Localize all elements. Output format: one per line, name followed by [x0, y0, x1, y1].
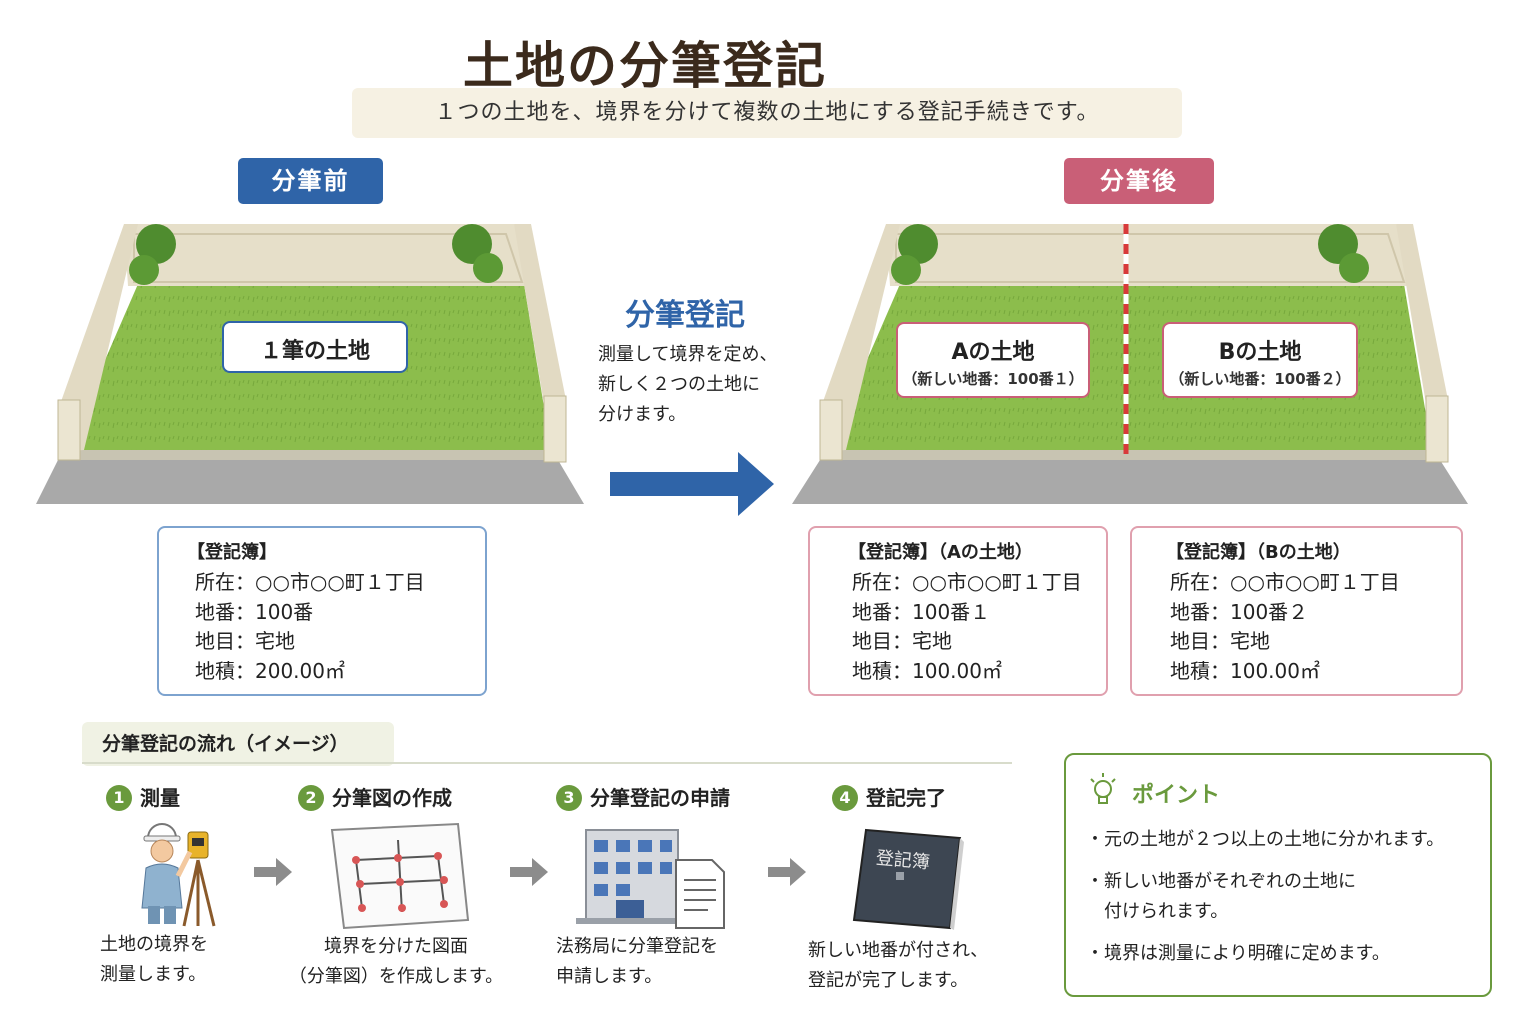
step-4-desc: 新しい地番が付され、 登記が完了します。 [808, 936, 988, 996]
register-row: 地積：100.00㎡ [1170, 658, 1320, 683]
desc-line: 土地の境界を [100, 934, 208, 955]
register-row: 地番：100番２ [1170, 599, 1309, 624]
lot-label-before: １筆の土地 [222, 321, 408, 373]
survey-map-icon [330, 822, 470, 930]
desc-line: 法務局に分筆登記を [556, 936, 718, 957]
step-4-title: 4 登記完了 [832, 782, 946, 811]
register-heading: 【登記簿】（Aの土地） [848, 542, 1033, 563]
surveyor-icon [141, 823, 216, 927]
tree-icon [891, 224, 938, 285]
desc-line: 新しい地番が付され、 [808, 940, 989, 961]
step-title-text: 登記完了 [866, 786, 946, 810]
divider [82, 762, 1012, 764]
tree-icon [129, 224, 176, 285]
desc-line: 境界を分けた図面 [324, 936, 468, 957]
step-2-desc: 境界を分けた図面 （分筆図）を作成します。 [286, 932, 506, 992]
subtitle: １つの土地を、境界を分けて複数の土地にする登記手続きです。 [352, 88, 1182, 138]
register-row: 地目：宅地 [195, 629, 295, 653]
before-tag: 分筆前 [238, 158, 383, 204]
register-heading: 【登記簿】（Bの土地） [1166, 542, 1351, 563]
desc-line: 測量して境界を定め、 [598, 344, 778, 365]
tree-icon [1318, 224, 1369, 283]
legal-affairs-bureau-icon [576, 829, 725, 929]
back-wall [124, 224, 536, 286]
desc-line: 登記が完了します。 [808, 970, 969, 991]
point-item: ・境界は測量により明確に定めます。 [1086, 943, 1390, 964]
step-number: 4 [832, 785, 858, 811]
desc-line: （分筆図）を作成します。 [288, 966, 504, 987]
step-number: 2 [298, 785, 324, 811]
step-1-desc: 土地の境界を 測量します。 [100, 930, 208, 990]
step-number: 1 [106, 785, 132, 811]
register-row: 地積：100.00㎡ [852, 658, 1002, 683]
lot-label-text: １筆の土地 [259, 339, 370, 364]
point-list: ・元の土地が２つ以上の土地に分かれます。 ・新しい地番がそれぞれの土地に 付けら… [1086, 825, 1486, 969]
register-row: 所在：○○市○○町１丁目 [1170, 570, 1400, 594]
after-land-illustration [792, 224, 1468, 504]
desc-line: 新しく２つの土地に [598, 374, 760, 395]
step-title-text: 分筆登記の申請 [590, 786, 730, 810]
register-row: 地番：100番 [195, 599, 314, 624]
lot-b-number: （新しい地番：100番２） [1169, 370, 1351, 388]
register-heading: 【登記簿】 [187, 542, 277, 563]
arrow-right-icon [510, 858, 548, 886]
lightbulb-icon [1090, 773, 1116, 804]
step-1-title: 1 測量 [106, 782, 180, 811]
lot-a-number: （新しい地番：100番１） [902, 370, 1084, 388]
step-number: 3 [556, 785, 582, 811]
page-title: 土地の分筆登記 [463, 37, 827, 95]
process-description: 測量して境界を定め、 新しく２つの土地に 分けます。 [598, 340, 808, 430]
register-row: 所在：○○市○○町１丁目 [195, 570, 425, 594]
arrow-right-icon [768, 858, 806, 886]
lot-label-b: Bの土地 （新しい地番：100番２） [1162, 322, 1358, 398]
road [36, 460, 584, 504]
register-book-icon: 登記簿 [848, 824, 964, 932]
step-3-desc: 法務局に分筆登記を 申請します。 [556, 932, 718, 992]
desc-line: 申請します。 [556, 966, 663, 987]
road [792, 460, 1468, 504]
step-title-text: 分筆図の作成 [332, 786, 452, 810]
desc-line: 測量します。 [100, 964, 207, 985]
register-before: 【登記簿】 所在：○○市○○町１丁目 地番：100番 地目：宅地 地積：200.… [157, 526, 487, 696]
tree-icon [452, 224, 503, 283]
lot-a-title: Aの土地 [951, 340, 1035, 365]
point-title: ポイント [1132, 783, 1221, 808]
register-row: 地積：200.00㎡ [195, 658, 345, 683]
lot-label-a: Aの土地 （新しい地番：100番１） [896, 322, 1090, 398]
step-2-title: 2 分筆図の作成 [298, 782, 452, 811]
left-wall [820, 224, 900, 452]
register-b: 【登記簿】（Bの土地） 所在：○○市○○町１丁目 地番：100番２ 地目：宅地 … [1130, 526, 1463, 696]
process-title: 分筆登記 [625, 298, 745, 333]
book-label: 登記簿 [875, 847, 931, 874]
step-3-title: 3 分筆登記の申請 [556, 782, 730, 811]
left-wall [58, 224, 138, 452]
register-row: 地番：100番１ [852, 599, 991, 624]
back-wall [886, 224, 1418, 286]
register-row: 地目：宅地 [1170, 629, 1270, 653]
desc-line: 分けます。 [598, 404, 687, 425]
point-box: ポイント ・元の土地が２つ以上の土地に分かれます。 ・新しい地番がそれぞれの土地… [1064, 753, 1492, 997]
arrow-right-icon [610, 452, 774, 516]
point-item: 付けられます。 [1086, 901, 1229, 922]
point-item: ・元の土地が２つ以上の土地に分かれます。 [1086, 829, 1445, 850]
flow-heading: 分筆登記の流れ（イメージ） [82, 722, 394, 766]
after-tag: 分筆後 [1064, 158, 1214, 204]
step-title-text: 測量 [140, 786, 180, 810]
arrow-right-icon [254, 858, 292, 886]
register-row: 地目：宅地 [852, 629, 952, 653]
lot-b-title: Bの土地 [1218, 340, 1302, 365]
point-item: ・新しい地番がそれぞれの土地に [1086, 871, 1356, 892]
register-a: 【登記簿】（Aの土地） 所在：○○市○○町１丁目 地番：100番１ 地目：宅地 … [808, 526, 1108, 696]
register-row: 所在：○○市○○町１丁目 [852, 570, 1082, 594]
